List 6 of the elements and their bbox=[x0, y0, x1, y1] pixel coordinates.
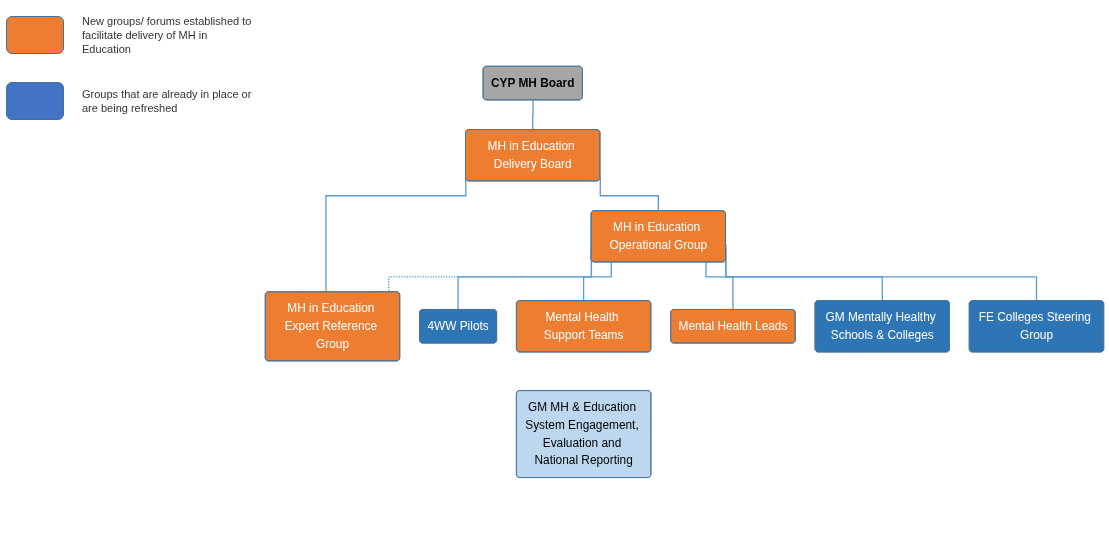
connector bbox=[582, 261, 612, 302]
connector bbox=[705, 261, 734, 311]
connector bbox=[532, 99, 534, 131]
legend-text: Groups that are already in place or are being refreshed bbox=[82, 87, 253, 115]
legend-text: New groups/ forums established to facilitate delivery of MH in Education bbox=[82, 14, 253, 56]
connector bbox=[599, 176, 660, 212]
